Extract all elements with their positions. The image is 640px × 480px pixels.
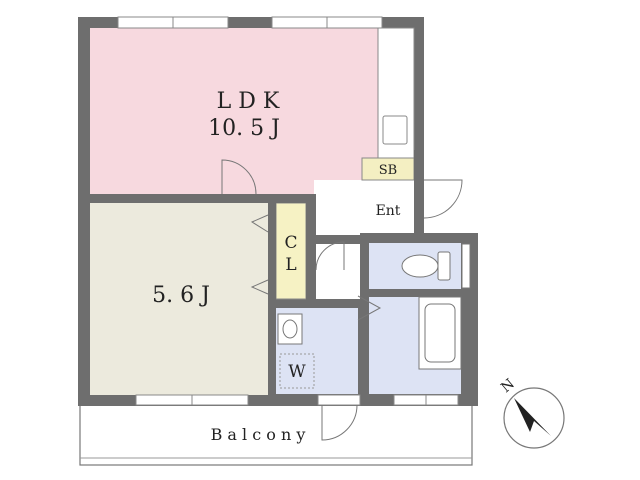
bedroom-size-label: 5. 6 J (152, 283, 210, 308)
ldk-lower-extension (314, 180, 362, 235)
hall (316, 244, 360, 304)
toilet-fixture (401, 243, 471, 289)
kitchen-counter (377, 27, 415, 159)
sink-basin (382, 115, 408, 145)
washer-label: W (288, 362, 306, 382)
bedroom-room (90, 203, 268, 395)
washer-area (279, 353, 315, 389)
ldk-size-label: 10. 5 J (208, 116, 280, 141)
ldk-room (90, 28, 380, 194)
washbasin (277, 313, 303, 345)
compass-north-label: N (498, 376, 518, 396)
door-swings (221, 159, 463, 441)
balcony-label: B a l c o n y (211, 425, 306, 444)
internal-walls (90, 150, 478, 403)
bathtub (418, 296, 462, 370)
entrance-area (362, 180, 414, 236)
closet (275, 202, 307, 300)
ldk-name-label: L D K (217, 89, 280, 114)
closet-label-c: C (284, 233, 297, 253)
shoe-box-label: SB (379, 163, 397, 178)
north-arrow-icon (514, 398, 551, 436)
balcony (79, 404, 473, 466)
compass-ring (503, 387, 565, 449)
closet-label-l: L (285, 255, 296, 275)
compass: N (498, 376, 565, 449)
entrance-label: Ent (376, 203, 401, 219)
window-mullions (172, 17, 427, 405)
